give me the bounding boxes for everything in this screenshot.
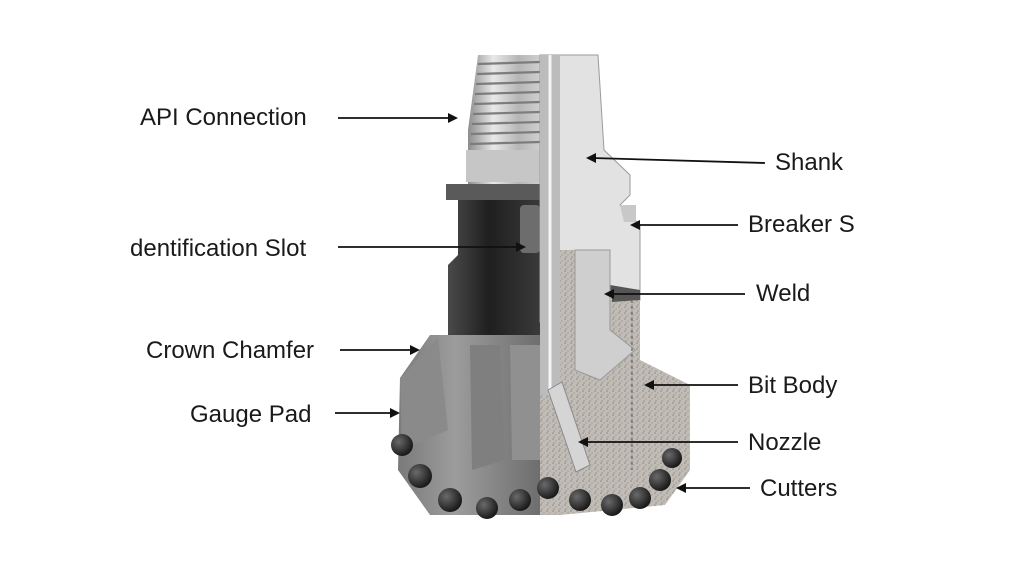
shank-body (448, 200, 540, 335)
label-identification-slot: dentification Slot (130, 235, 306, 262)
right-crop-mask (864, 190, 1024, 250)
blade (470, 345, 505, 470)
label-breaker-slot: Breaker S (748, 211, 855, 238)
callout-gauge-pad: Gauge Pad (190, 401, 400, 428)
left-crop-mask (0, 200, 130, 280)
shank-shoulder (446, 184, 540, 200)
label-weld: Weld (756, 280, 810, 307)
label-api-connection: API Connection (140, 104, 307, 131)
bit-cutaway (537, 54, 690, 516)
section-cutters (537, 448, 682, 516)
callout-bit-body: Bit Body (644, 372, 837, 399)
bit-exterior (391, 55, 541, 519)
exterior-cutters (391, 434, 531, 519)
callout-weld: Weld (604, 280, 810, 307)
label-nozzle: Nozzle (748, 429, 821, 456)
nozzle (547, 381, 591, 473)
callout-identification-slot: dentification Slot (130, 235, 526, 262)
label-crown-chamfer: Crown Chamfer (146, 337, 314, 364)
callout-shank: Shank (586, 149, 844, 176)
gauge-pad (400, 338, 448, 450)
thread-lines (469, 60, 541, 146)
callout-cutters: Cutters (676, 475, 837, 502)
callout-nozzle: Nozzle (578, 429, 821, 456)
callout-api-connection: API Connection (140, 104, 458, 131)
steel-blank (574, 249, 636, 381)
label-cutters: Cutters (760, 475, 837, 502)
identification-slot (520, 205, 540, 253)
pin-neck (466, 150, 540, 182)
blade (510, 345, 540, 460)
label-bit-body: Bit Body (748, 372, 837, 399)
callout-crown-chamfer: Crown Chamfer (146, 337, 420, 364)
label-shank: Shank (775, 149, 844, 176)
callout-breaker-slot: Breaker S (630, 211, 855, 238)
breaker-slot (620, 205, 636, 222)
label-gauge-pad: Gauge Pad (190, 401, 311, 428)
